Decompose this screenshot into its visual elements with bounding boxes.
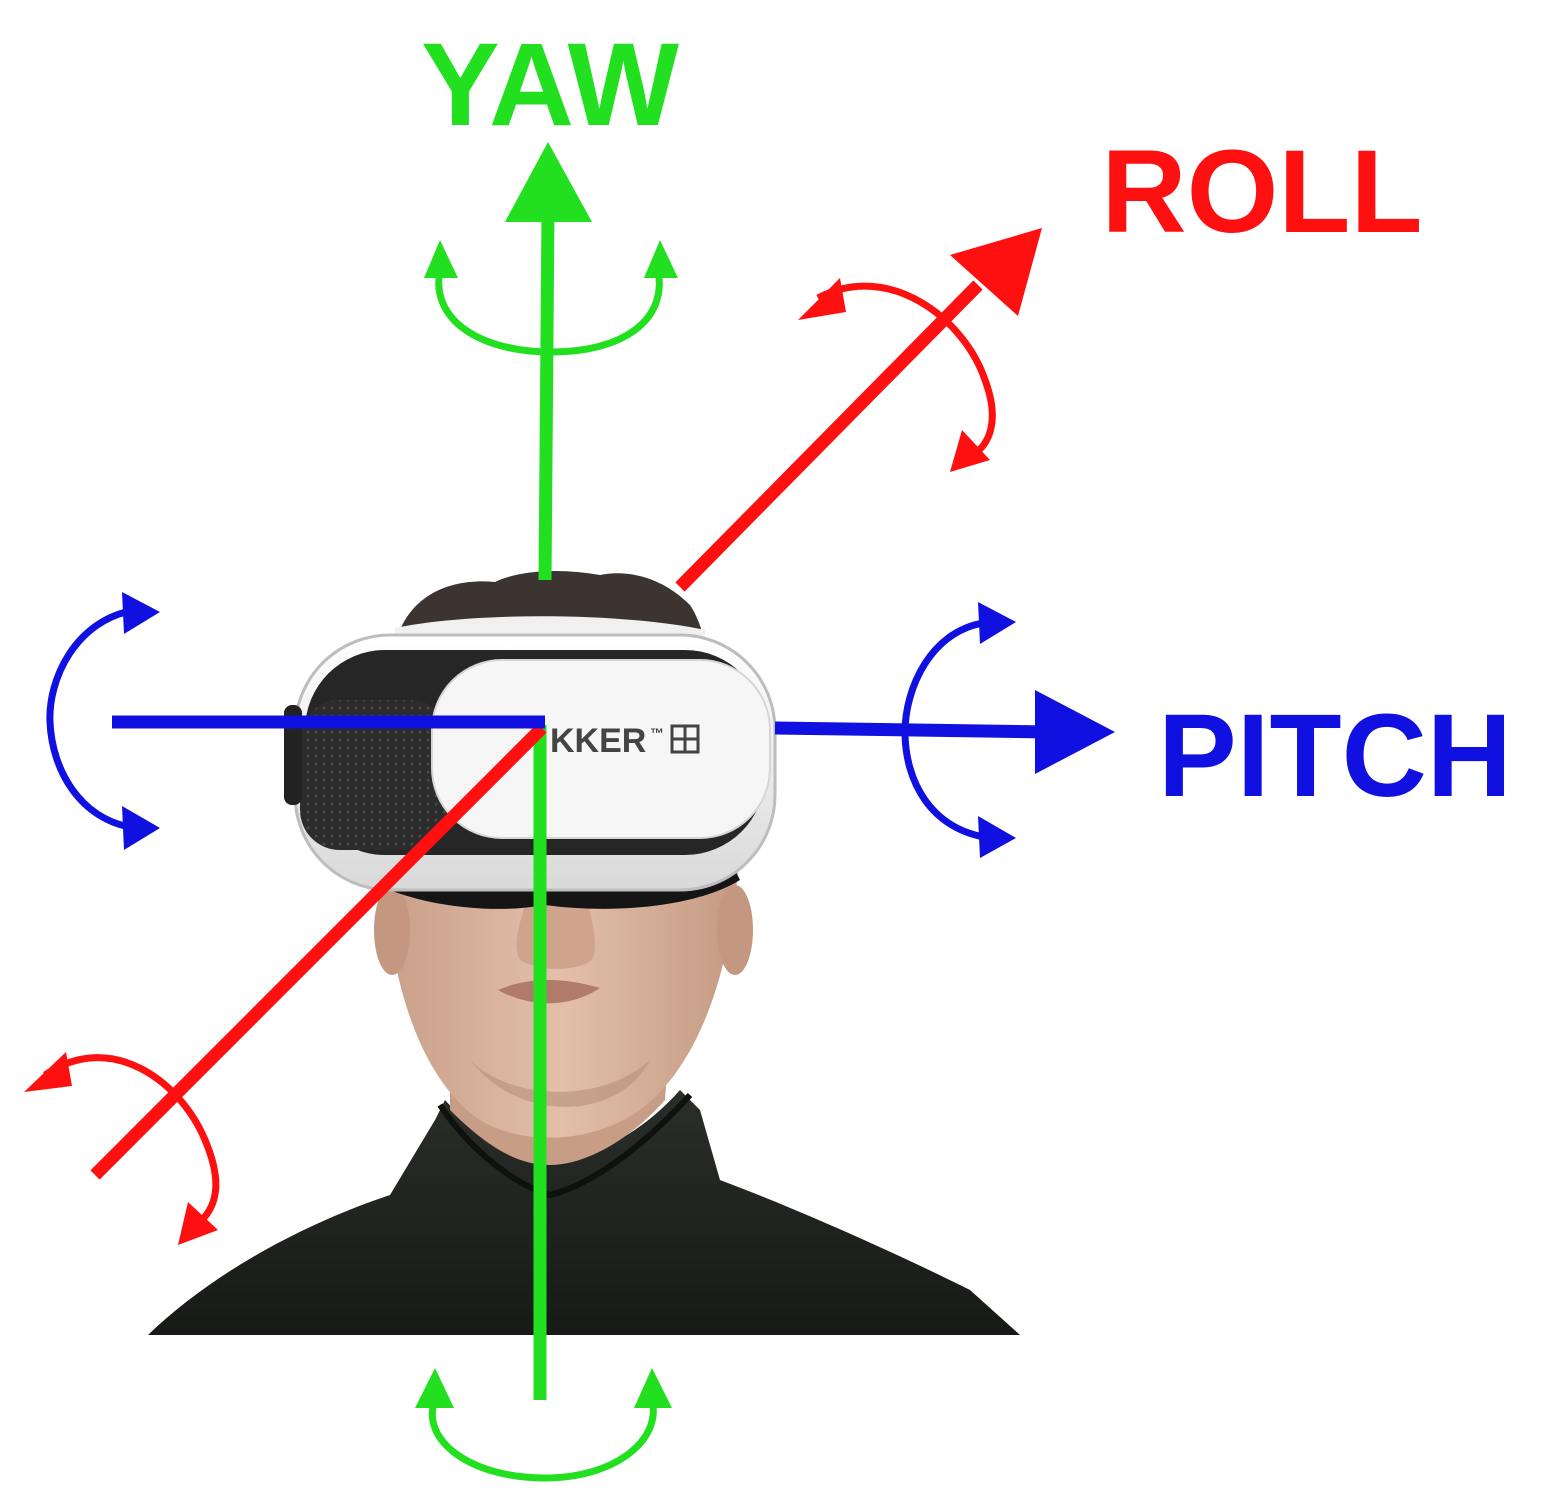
headset-strap xyxy=(395,616,705,645)
headset-side-button xyxy=(284,705,302,805)
headset-grille xyxy=(300,700,450,850)
headset-trademark: ™ xyxy=(650,725,664,741)
roll-rotation-upper-icon xyxy=(798,278,996,472)
headset-brand: KKER xyxy=(550,722,646,760)
roll-axis-lower-line xyxy=(90,723,547,1180)
yaw-rotation-bottom-icon xyxy=(415,1368,672,1482)
ear-right xyxy=(717,885,753,975)
pitch-axis-right-line xyxy=(774,721,1051,739)
pitch-axis xyxy=(112,690,1115,774)
yaw-axis-upper-line xyxy=(538,209,555,581)
chin-shadow xyxy=(470,1060,650,1107)
yaw-arrowhead xyxy=(505,142,592,222)
yaw-axis xyxy=(505,142,592,1400)
headset-faceplate xyxy=(431,659,771,839)
roll-axis-upper-line xyxy=(675,280,983,592)
roll-arrowhead xyxy=(950,228,1042,316)
face xyxy=(385,870,738,1138)
shirt-collar xyxy=(437,1092,693,1199)
mouth xyxy=(498,979,600,1004)
yaw-label: YAW xyxy=(421,19,680,151)
pitch-rotation-left-icon xyxy=(46,592,160,850)
pitch-rotation-right-icon xyxy=(901,602,1016,858)
shirt xyxy=(148,1090,1020,1335)
pitch-label: PITCH xyxy=(1158,690,1512,822)
ear-left xyxy=(374,885,410,975)
yaw-rotation-top-icon xyxy=(424,240,678,356)
roll-rotation-lower-icon xyxy=(24,1052,220,1245)
headset-logo-icon xyxy=(670,724,700,754)
roll-label: ROLL xyxy=(1101,126,1422,258)
vr-headset: KKER ™ xyxy=(284,616,777,909)
roll-axis xyxy=(90,228,1042,1180)
pitch-arrowhead xyxy=(1035,690,1115,774)
